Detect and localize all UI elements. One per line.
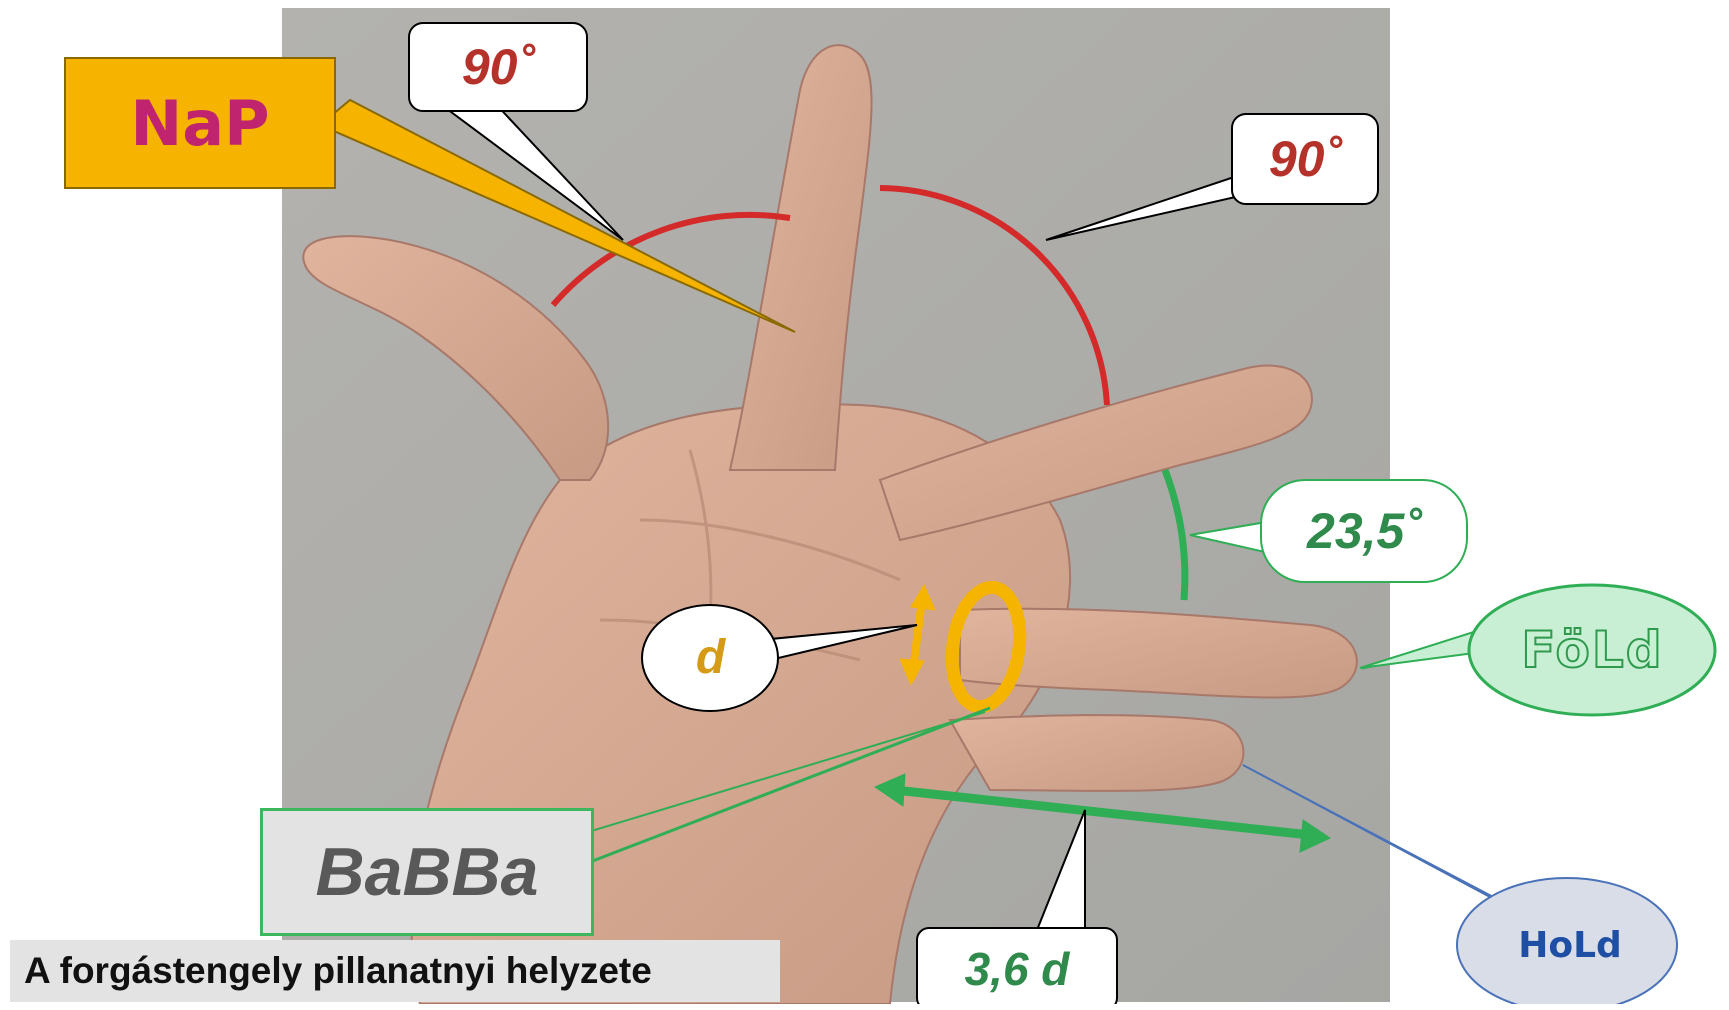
ring-finger: [959, 607, 1358, 699]
ring-label: BaBBa: [260, 808, 594, 936]
earth-label: FöLd: [1520, 620, 1664, 680]
callout-distance: [916, 927, 1118, 1004]
diameter-arrow: [899, 583, 936, 687]
moon-label: HoLd: [1518, 924, 1622, 966]
diameter-label: d: [695, 631, 726, 684]
caption: A forgástengely pillanatnyi helyzete: [10, 940, 780, 1002]
index-finger: [728, 44, 873, 471]
right-angle-left-label: 90˚: [461, 39, 535, 95]
callout-90-right: [1231, 113, 1379, 205]
right-angle-arc-index-middle: [879, 185, 1110, 406]
little-finger: [948, 714, 1245, 792]
callout-tilt: [1260, 479, 1468, 583]
sun-label: NaP: [64, 57, 336, 189]
earth-bubble: [1467, 583, 1717, 717]
moon-ring: [945, 580, 1027, 714]
callout-diameter: [641, 604, 779, 712]
thumb: [302, 235, 610, 481]
moon-bubble: [1456, 877, 1678, 1004]
distance-label: 3,6 d: [964, 943, 1070, 995]
tilt-angle-arc: [1161, 468, 1189, 601]
right-angle-arc-thumb-index: [550, 211, 791, 307]
callout-90-left: [408, 22, 588, 112]
distance-arrow: [873, 773, 1332, 853]
middle-finger: [878, 364, 1313, 542]
right-angle-right-label: 90˚: [1268, 131, 1342, 187]
ring-pointer-line: [589, 706, 991, 864]
tilt-angle-label: 23,5˚: [1307, 503, 1421, 559]
